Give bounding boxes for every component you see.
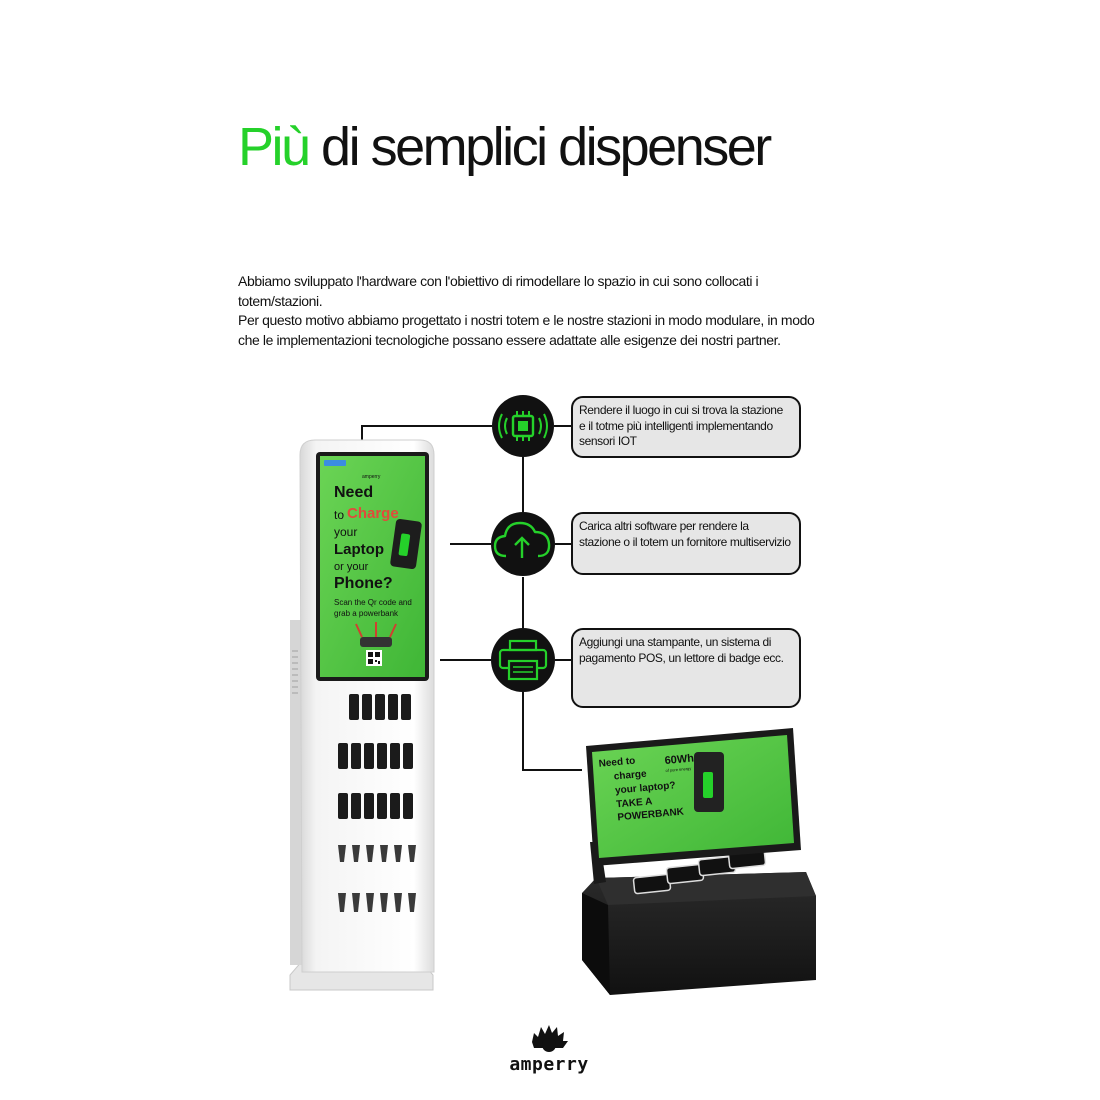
iot-chip-icon	[492, 395, 554, 457]
totem-line-phone: Phone?	[334, 575, 393, 592]
station-illustration	[582, 728, 816, 995]
intro-paragraph-2: Per questo motivo abbiamo progettato i n…	[238, 312, 815, 348]
intro-paragraph-1: Abbiamo sviluppato l'hardware con l'obie…	[238, 273, 759, 309]
totem-line-laptop: Laptop	[334, 541, 384, 558]
totem-powerbank-graphic	[390, 518, 422, 570]
totem-line-charge: Charge	[347, 505, 399, 522]
feature-box-peripherals: Aggiungi una stampante, un sistema di pa…	[571, 628, 801, 708]
totem-line-or-your: or your	[334, 561, 369, 573]
title-accent: Più	[238, 117, 311, 177]
station-line-5: POWERBANK	[616, 806, 685, 824]
intro-text: Abbiamo sviluppato l'hardware con l'obie…	[238, 272, 818, 350]
hedgehog-logo-icon	[532, 1025, 568, 1052]
totem-router-graphic	[355, 622, 397, 647]
totem-line-scan-1: Scan the Qr code and	[334, 598, 412, 607]
station-line-1: Need to	[598, 755, 636, 770]
totem-line-scan-2: grab a powerbank	[334, 609, 399, 618]
totem-brand: amperry	[362, 474, 381, 480]
totem-qr-code	[366, 650, 382, 666]
connector-station	[522, 692, 582, 771]
feature-box-iot: Rendere il luogo in cui si trova la staz…	[571, 396, 801, 458]
station-line-4: TAKE A	[615, 796, 653, 811]
totem-line-to: to	[334, 508, 345, 522]
station-powerbank-graphic	[694, 752, 724, 812]
totem-powerbank-slots	[338, 694, 413, 819]
feature-box-software: Carica altri software per rendere la sta…	[571, 512, 801, 575]
station-powerbanks	[632, 848, 767, 895]
totem-empty-slots	[338, 845, 416, 912]
totem-line-your: your	[334, 525, 358, 539]
connector-lines	[361, 425, 582, 771]
title-rest: di semplici dispenser	[308, 117, 772, 177]
station-screen	[592, 735, 794, 858]
cloud-upload-icon	[491, 512, 555, 576]
station-line-3: your laptop?	[614, 780, 676, 797]
station-line-2: charge	[613, 768, 648, 783]
printer-icon	[491, 628, 555, 692]
totem-illustration	[289, 439, 435, 991]
connector-iot	[361, 425, 492, 441]
totem-line-need: Need	[334, 484, 374, 501]
station-badge-sub: of pure energy	[665, 765, 692, 773]
station-screen-text: Need to charge your laptop? TAKE A POWER…	[596, 746, 713, 845]
page-title: Più di semplici dispenser	[238, 112, 772, 182]
footer-logo: amperry	[509, 1054, 589, 1075]
